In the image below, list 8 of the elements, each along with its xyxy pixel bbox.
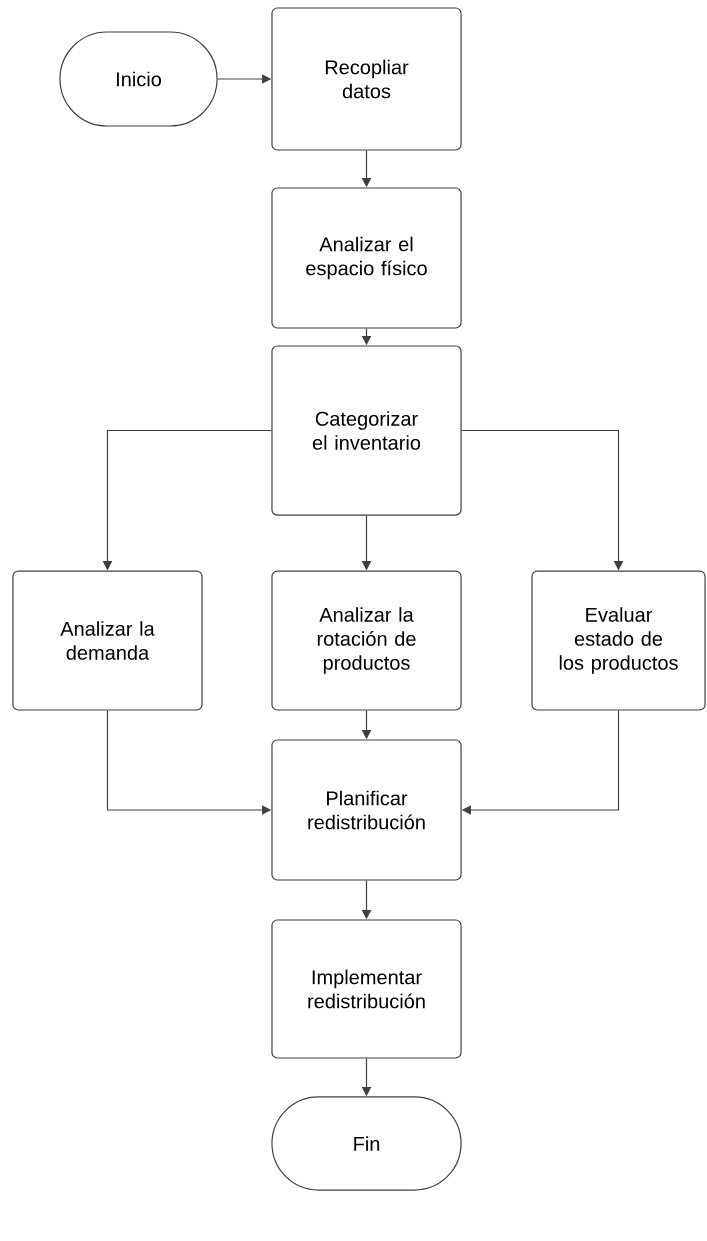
process-box: Planificar redistribución <box>271 739 462 881</box>
process-box: Analizar la rotación de productos <box>271 570 462 711</box>
process-box: Analizar la demanda <box>12 570 203 711</box>
process-box: Recopliar datos <box>271 7 462 151</box>
process-box: Categorizar el inventario <box>271 345 462 516</box>
process-box: Evaluar estado de los productos <box>531 570 706 711</box>
process-box: Analizar el espacio físico <box>271 187 462 329</box>
process-box: Implementar redistribución <box>271 919 462 1059</box>
